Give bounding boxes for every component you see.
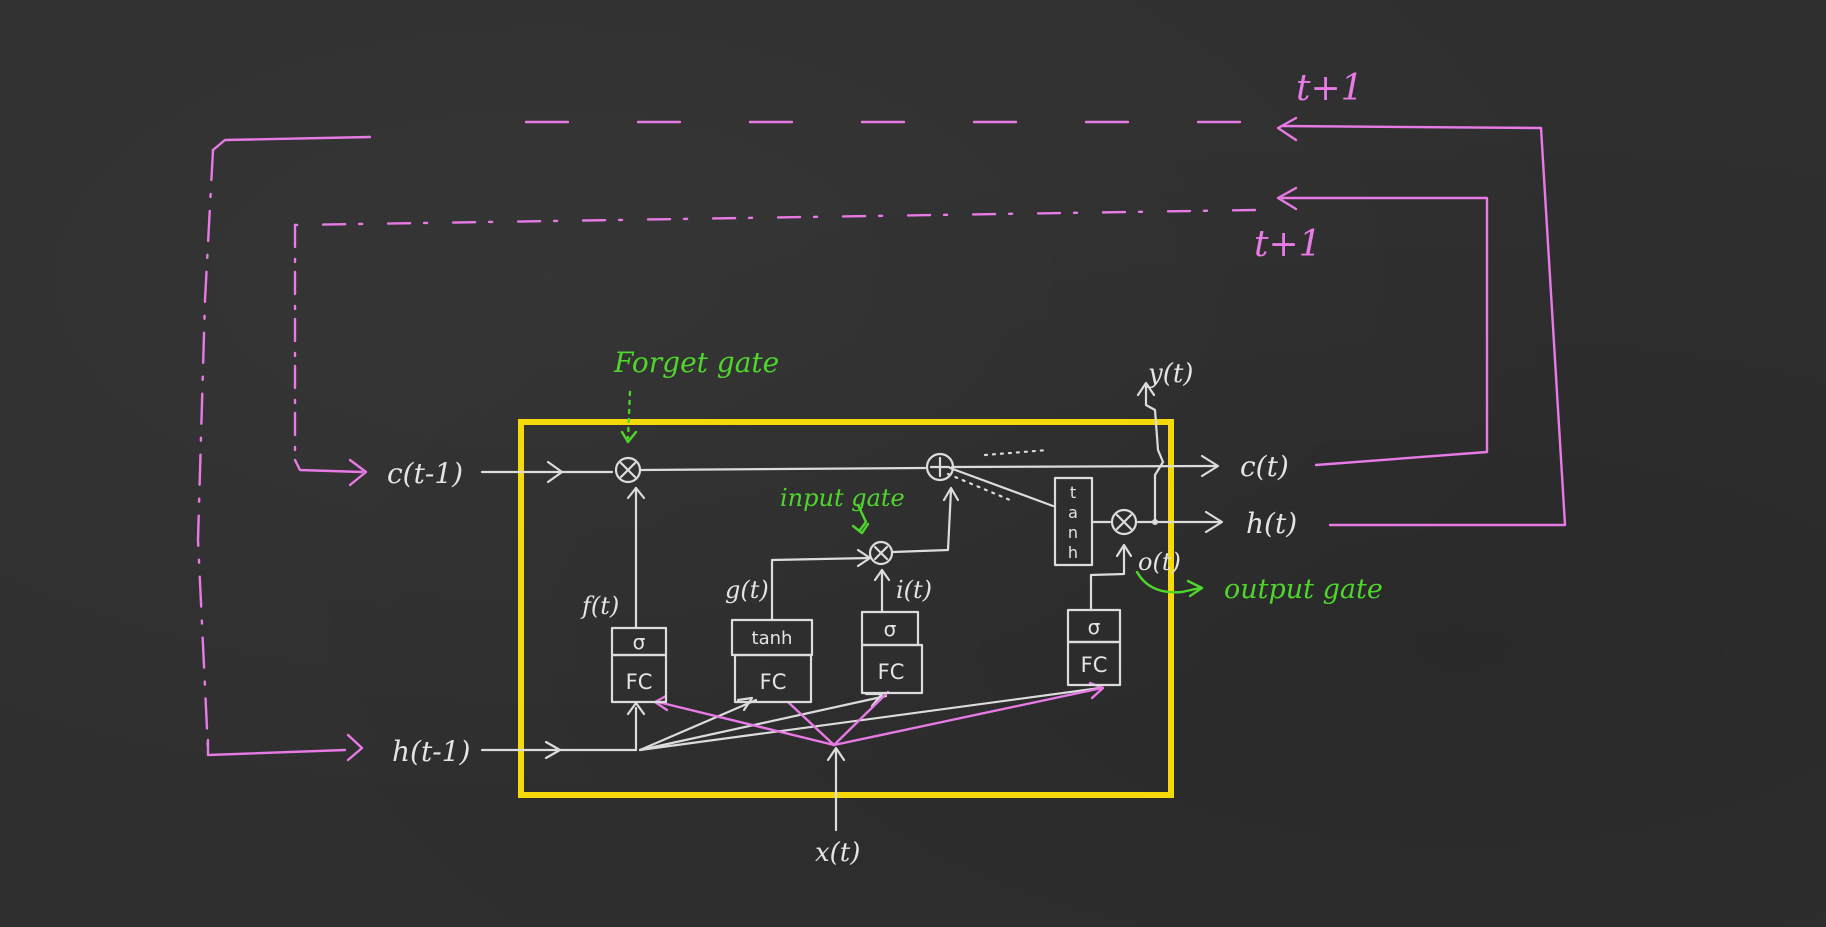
sigma-label: σ (633, 630, 646, 654)
output-multiply-node (1110, 508, 1138, 536)
o-t-label: o(t) (1138, 548, 1181, 576)
fc-label: FC (760, 670, 787, 694)
loop-top-label: t+1 (1296, 68, 1364, 109)
inner-loop-c (293, 186, 1489, 487)
forget-multiply-node (614, 456, 642, 484)
tanh-letter: h (1068, 543, 1078, 562)
add-node (925, 452, 955, 482)
f-t-label: f(t) (580, 592, 619, 620)
tanh-column-block: t a n h (1053, 476, 1094, 567)
c-out-line (950, 464, 1217, 469)
h-prev-label: h(t-1) (392, 735, 470, 768)
candidate-block: tanh FC (730, 618, 814, 704)
c-mid-line (638, 466, 927, 472)
loop-inner-label: t+1 (1254, 224, 1322, 265)
tanh-label: tanh (752, 628, 793, 649)
sigma-label: σ (1088, 615, 1101, 639)
lstm-cell-box (518, 419, 1174, 798)
tanh-letter: t (1070, 483, 1076, 502)
c-prev-label: c(t-1) (387, 457, 463, 490)
y-out-label: y(t) (1147, 359, 1193, 389)
g-t-label: g(t) (725, 576, 769, 604)
h-next-label: h(t) (1246, 507, 1297, 540)
input-multiply-node (868, 540, 894, 566)
forget-gate-annotation: Forget gate (613, 346, 779, 379)
input-gate-block: σ FC (860, 610, 924, 695)
input-gate-annotation: input gate (780, 484, 905, 512)
sigma-label: σ (884, 617, 897, 641)
forget-gate-block: σ FC (610, 626, 668, 704)
fc-label: FC (626, 670, 653, 694)
outer-loop-h (196, 116, 1567, 762)
fc-label: FC (1081, 653, 1108, 677)
output-gate-annotation: output gate (1224, 574, 1383, 605)
tanh-letter: n (1068, 523, 1078, 542)
output-gate-block: σ FC (1066, 608, 1122, 687)
x-in-label: x(t) (815, 838, 860, 868)
i-t-label: i(t) (896, 576, 932, 604)
fc-label: FC (878, 660, 905, 684)
tanh-letter: a (1068, 503, 1078, 522)
c-next-label: c(t) (1240, 450, 1289, 483)
